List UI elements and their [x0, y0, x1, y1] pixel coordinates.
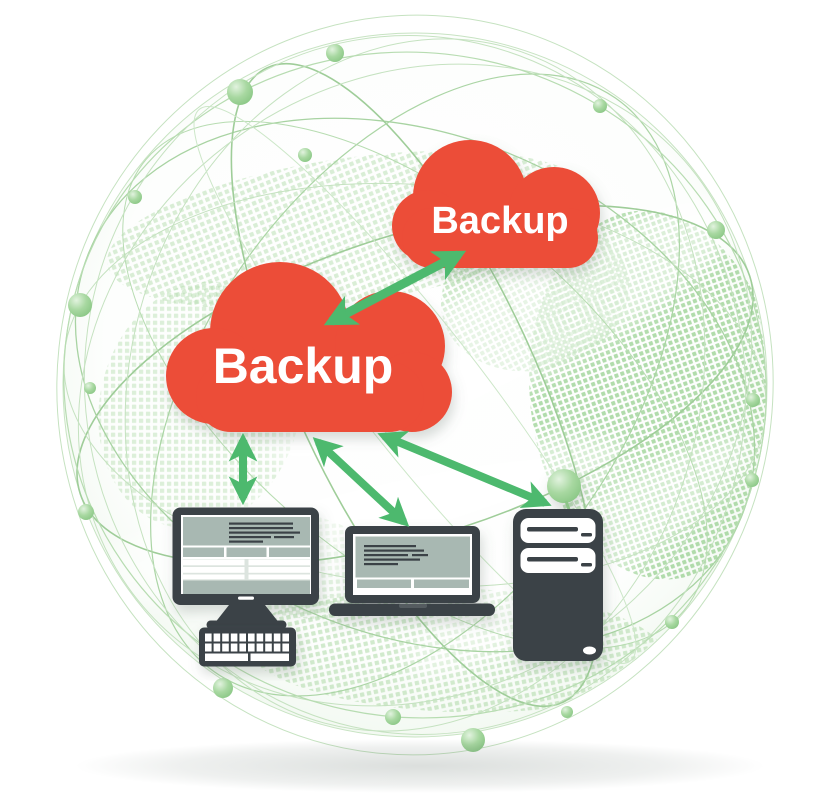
backup-cloud-primary [166, 262, 452, 432]
globe-nodes [68, 44, 760, 752]
tower-body [513, 509, 603, 661]
sync-arrow-cloud-to-laptop [312, 437, 410, 527]
globe-node-dot [547, 469, 581, 503]
floor-shadow [75, 739, 765, 793]
keyboard-icon [199, 627, 296, 667]
tower-power-led [583, 646, 596, 655]
laptop-nav-buttons [357, 579, 469, 588]
backup-cloud-secondary [392, 140, 600, 268]
desktop-computer-icon [172, 507, 319, 629]
laptop-base [329, 603, 495, 616]
laptop-text-lines [364, 545, 428, 566]
sync-arrow-cloud-to-server [377, 431, 552, 508]
laptop-icon [329, 526, 495, 616]
monitor-power-dash [238, 596, 254, 600]
backup-cloud-primary-label: Backup [213, 338, 394, 394]
laptop-notch [399, 603, 427, 608]
screen-nav-buttons [183, 547, 310, 557]
monitor-base [206, 620, 287, 629]
sync-arrow-cloud-to-cloud [323, 250, 467, 326]
sync-arrows [228, 250, 552, 527]
screen-text-lines [229, 522, 300, 543]
server-tower-icon [513, 469, 603, 661]
screen-content-rows [183, 559, 310, 580]
monitor-stand [216, 605, 278, 622]
backup-cloud-secondary-label: Backup [431, 200, 568, 242]
